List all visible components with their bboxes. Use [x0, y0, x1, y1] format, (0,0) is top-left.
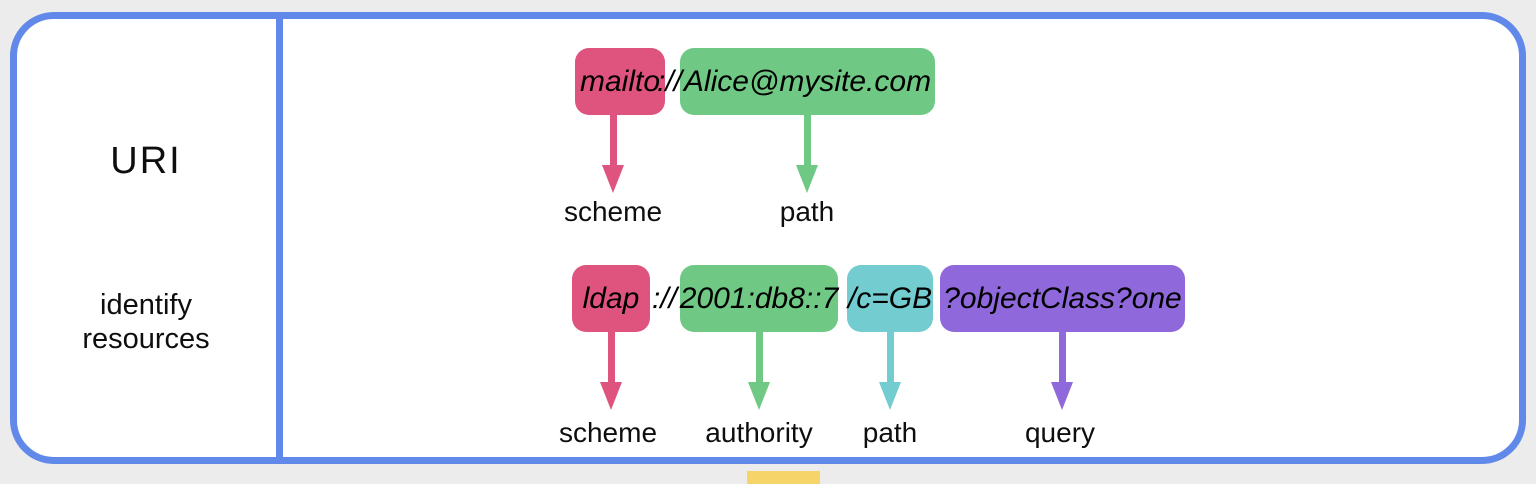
uri-subtitle: identify resources [82, 288, 209, 356]
panel-divider [276, 12, 283, 464]
row2-authority-arrow [748, 332, 770, 410]
row2-query-label: query [1024, 417, 1096, 448]
row1-scheme-arrow [602, 115, 624, 193]
row1-colon-slashes: :// [657, 64, 683, 98]
arrow-stem [1058, 332, 1066, 382]
arrow-head [600, 382, 622, 410]
arrow-head [602, 165, 624, 193]
row2-authority-box: 2001:db8::7 [680, 265, 838, 332]
row2-path-arrow [879, 332, 901, 410]
arrow-stem [609, 115, 617, 165]
row1-path-box: Alice@mysite.com [680, 48, 935, 115]
arrow-stem [803, 115, 811, 165]
yellow-highlight-fragment [747, 471, 820, 484]
row1-path-arrow [796, 115, 818, 193]
arrow-head [796, 165, 818, 193]
uri-subtitle-line2: resources [82, 323, 210, 355]
row2-colon-slashes: :// [652, 281, 678, 315]
row1-scheme-box: mailto [575, 48, 665, 115]
arrow-stem [607, 332, 615, 382]
row2-query-arrow [1051, 332, 1073, 410]
row2-scheme-label: scheme [558, 417, 658, 448]
uri-subtitle-line1: identify [100, 289, 192, 321]
row1-scheme-label: scheme [563, 196, 663, 227]
row2-scheme-box: ldap [572, 265, 650, 332]
arrow-head [748, 382, 770, 410]
arrow-head [1051, 382, 1073, 410]
row1-path-label: path [779, 196, 835, 227]
row2-authority-label: authority [705, 417, 813, 448]
arrow-stem [755, 332, 763, 382]
row2-query-box: ?objectClass?one [940, 265, 1185, 332]
row2-scheme-arrow [600, 332, 622, 410]
uri-title: URI [110, 140, 182, 182]
arrow-stem [886, 332, 894, 382]
row2-path-label: path [862, 417, 918, 448]
row2-path-box: /c=GB [847, 265, 933, 332]
arrow-head [879, 382, 901, 410]
